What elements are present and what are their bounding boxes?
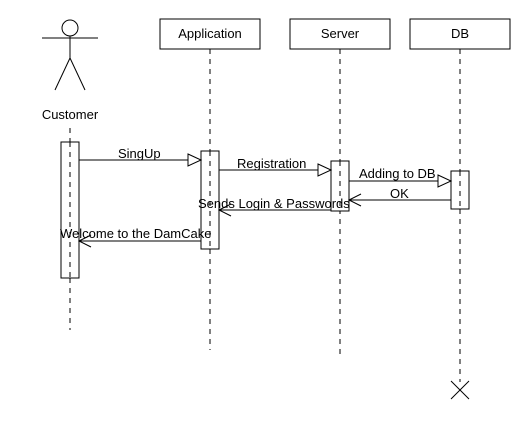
server-participant: Server bbox=[289, 18, 391, 50]
db-destroy-icon bbox=[450, 380, 470, 400]
message-sends-login-arrow bbox=[217, 203, 331, 217]
db-label: DB bbox=[451, 26, 469, 41]
message-signup-label: SingUp bbox=[118, 146, 161, 161]
message-welcome-label: Welcome to the DamCake bbox=[60, 226, 212, 241]
message-welcome-arrow bbox=[77, 234, 201, 248]
customer-label: Customer bbox=[42, 107, 99, 122]
message-adding-to-db-arrow bbox=[349, 174, 453, 188]
message-adding-to-db-label: Adding to DB bbox=[359, 166, 436, 181]
message-registration-arrow bbox=[219, 163, 333, 177]
message-ok-label: OK bbox=[390, 186, 409, 201]
server-label: Server bbox=[321, 26, 360, 41]
message-ok-arrow bbox=[347, 193, 451, 207]
message-sends-login-label: Sends Login & Passwords bbox=[198, 196, 350, 211]
message-registration-label: Registration bbox=[237, 156, 306, 171]
application-participant: Application bbox=[159, 18, 261, 50]
customer-actor-icon bbox=[42, 19, 98, 91]
application-label: Application bbox=[178, 26, 242, 41]
message-signup-arrow bbox=[79, 153, 203, 167]
db-participant: DB bbox=[409, 18, 511, 50]
